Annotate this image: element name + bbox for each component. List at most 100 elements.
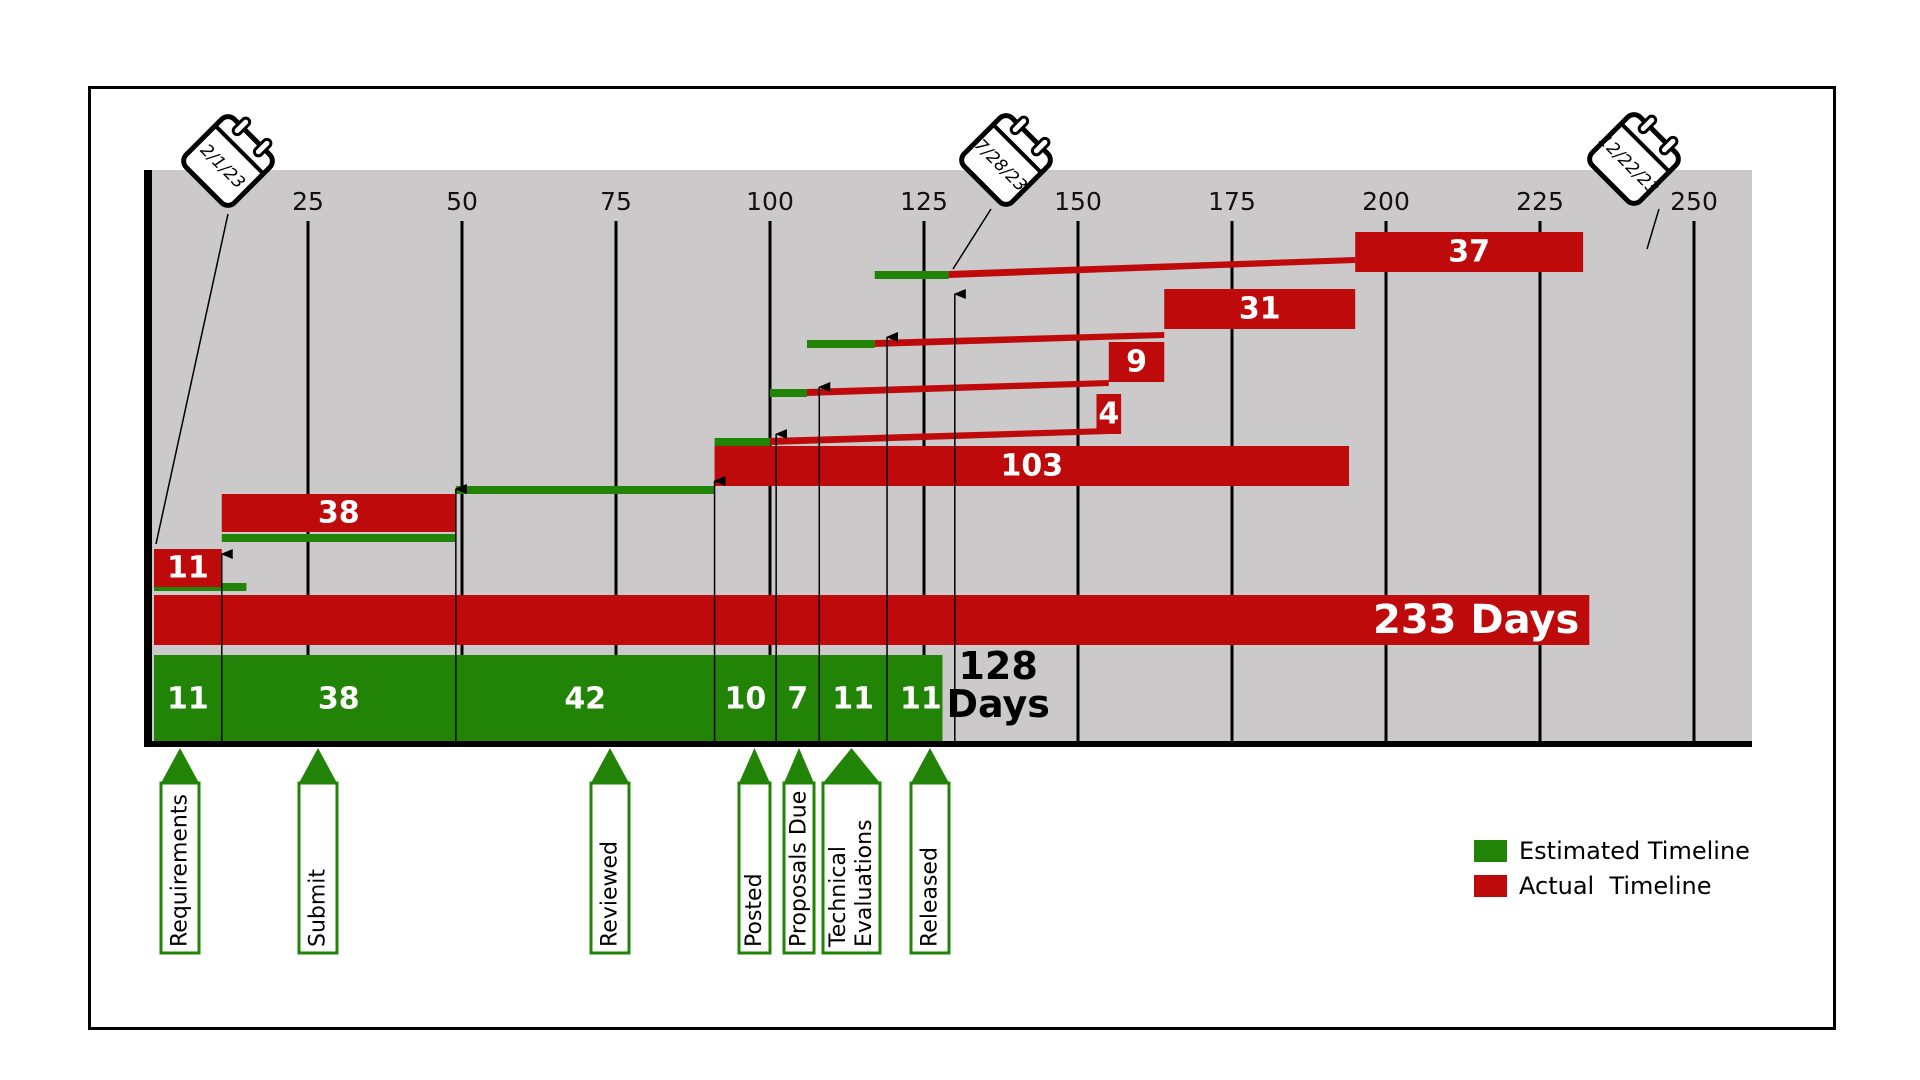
milestone-box [782, 781, 816, 955]
milestones: Requirements Submit Reviewed Posted Proposal… [159, 748, 951, 955]
estimated-phase-bar [770, 389, 807, 397]
calendar-ring [1637, 114, 1658, 135]
milestone-box [297, 781, 339, 955]
estimated-phase-label: 11 [832, 682, 874, 717]
estimated-phase-bar [714, 438, 770, 446]
actual-phase-label: 31 [1239, 292, 1281, 327]
calendar-header-line [213, 124, 265, 176]
milestone-box [909, 781, 951, 955]
milestone-callout: Posted [737, 748, 772, 955]
milestone-label: Requirements [168, 794, 193, 947]
milestone-box [159, 781, 201, 955]
date-leader-line [1646, 208, 1660, 250]
actual-phase-label: 4 [1098, 397, 1119, 432]
axes [144, 170, 1752, 747]
connector-lines [155, 208, 1660, 741]
milestone-callout: Requirements [159, 748, 201, 955]
calendar-ring [1009, 115, 1030, 136]
delay-wedge [874, 332, 1165, 347]
calendar-body [1587, 112, 1681, 206]
calendar-ring [231, 116, 252, 137]
calendar-body [181, 114, 275, 208]
date-leader-line [155, 213, 229, 545]
x-tick-label: 100 [746, 187, 794, 216]
milestone-label: Technical [826, 846, 851, 948]
legend-label: Estimated Timeline [1519, 837, 1750, 865]
calendar-icon: 12/22/23 [1587, 112, 1681, 206]
milestone-label: Released [918, 847, 943, 947]
milestone-arrow-head [911, 748, 949, 783]
x-tick-label: 25 [292, 187, 324, 216]
milestone-box [821, 781, 882, 955]
milestone-callout: Submit [297, 748, 339, 955]
actual-total-label: 233 Days [1373, 597, 1579, 643]
actual-total-bar [154, 595, 1590, 645]
milestone-label: Reviewed [598, 841, 623, 947]
actual-phase-label: 11 [167, 551, 209, 586]
delay-wedge [806, 380, 1109, 396]
estimated-phase-label: 42 [564, 682, 606, 717]
milestone-callout: Reviewed [589, 748, 631, 955]
actual-phase-label: 103 [1000, 449, 1063, 484]
milestone-label: Submit [306, 869, 331, 947]
calendar-ring [1030, 136, 1051, 157]
estimated-phase-bar [221, 534, 456, 542]
x-tick-label: 200 [1362, 187, 1410, 216]
milestone-arrow-head [161, 748, 199, 783]
date-leader-line [952, 208, 992, 270]
legend-swatch [1474, 840, 1507, 862]
x-tick-label: 175 [1208, 187, 1256, 216]
x-tick-label: 125 [900, 187, 948, 216]
milestone-label: Posted [742, 873, 767, 947]
actual-phase-bar [221, 494, 456, 532]
x-tick-label: 50 [446, 187, 478, 216]
actual-phase-label: 9 [1126, 345, 1147, 380]
delay-wedge [948, 257, 1356, 278]
milestone-arrow-head [784, 748, 814, 783]
actual-phase-bar [1096, 394, 1122, 434]
calendar-header-line [991, 123, 1043, 175]
actual-phase-bar [1355, 232, 1584, 272]
estimated-phase-bar [455, 486, 715, 494]
milestone-arrow-head [823, 748, 880, 783]
estimated-phase-bar [874, 271, 949, 279]
milestone-callout: Released [909, 748, 951, 955]
legend-swatch [1474, 875, 1507, 897]
calendar-body [959, 113, 1053, 207]
estimated-phase-label: 10 [724, 682, 766, 717]
milestone-callout: Proposals Due [782, 748, 816, 955]
x-tick-label: 250 [1670, 187, 1718, 216]
estimated-total-unit: Days [946, 682, 1049, 726]
milestone-arrow-head [299, 748, 337, 783]
calendar-ring [252, 137, 273, 158]
estimated-phase-label: 7 [787, 682, 808, 717]
milestone-box [737, 781, 772, 955]
milestone-box [589, 781, 631, 955]
calendar-ring [1658, 135, 1679, 156]
actual-phase-bar [1164, 289, 1356, 329]
milestone-arrow-head [739, 748, 770, 783]
milestone-label: Proposals Due [787, 791, 812, 947]
estimated-phase-label: 11 [900, 682, 942, 717]
estimated-total-bar [154, 655, 943, 741]
calendar-icon: 2/1/23 [181, 114, 275, 208]
actual-phase-bar [154, 549, 222, 587]
actual-bars: 233 Days 11 38 103 49 31 37 [154, 232, 1590, 645]
delay-wedge [770, 428, 1109, 445]
milestone-label: Evaluations [852, 819, 877, 947]
legend-label: Actual Timeline [1519, 872, 1712, 900]
estimated-phase-label: 38 [318, 682, 360, 717]
milestone-arrow-head [591, 748, 629, 783]
calendar-header-line [1619, 122, 1671, 174]
actual-phase-label: 38 [318, 496, 360, 531]
x-tick-label: 225 [1516, 187, 1564, 216]
x-tick-label: 150 [1054, 187, 1102, 216]
actual-phase-label: 37 [1448, 235, 1490, 270]
actual-phase-bar [714, 446, 1350, 486]
